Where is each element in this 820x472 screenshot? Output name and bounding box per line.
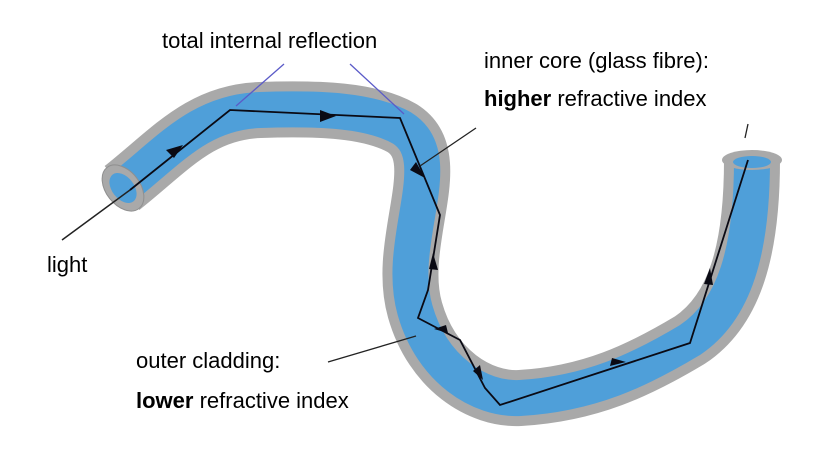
ray-arrow-4 xyxy=(429,253,438,270)
cladding-label-line2: lower refractive index xyxy=(136,388,349,413)
core-pointer xyxy=(419,127,477,167)
ray-arrow-7 xyxy=(610,358,626,366)
tir-label: total internal reflection xyxy=(162,28,377,53)
ray-arrow-5 xyxy=(434,325,448,333)
tir-pointer-right xyxy=(349,63,405,115)
ray-arrow-8 xyxy=(704,268,713,285)
light-ray xyxy=(129,109,749,407)
core-label-line1: inner core (glass fibre): xyxy=(484,48,709,73)
ray-arrow-2 xyxy=(320,110,336,122)
core-label-bold: higher xyxy=(484,86,552,111)
core-label-rest: refractive index xyxy=(551,86,706,111)
fibre-output-core xyxy=(733,156,771,168)
ray-arrow-1 xyxy=(166,145,183,158)
output-pointer xyxy=(744,123,749,139)
ray-arrow-6 xyxy=(473,365,483,380)
core-label-line2: higher refractive index xyxy=(484,86,707,111)
cladding-label-rest: refractive index xyxy=(193,388,348,413)
light-label: light xyxy=(47,252,87,277)
fibre-input-core xyxy=(109,172,137,204)
cladding-label-bold: lower xyxy=(136,388,194,413)
ray-arrow-3 xyxy=(410,162,425,178)
light-pointer xyxy=(61,189,131,241)
tir-pointer-left xyxy=(235,63,285,107)
cladding-pointer xyxy=(327,335,417,363)
cladding-label-line1: outer cladding: xyxy=(136,348,280,373)
